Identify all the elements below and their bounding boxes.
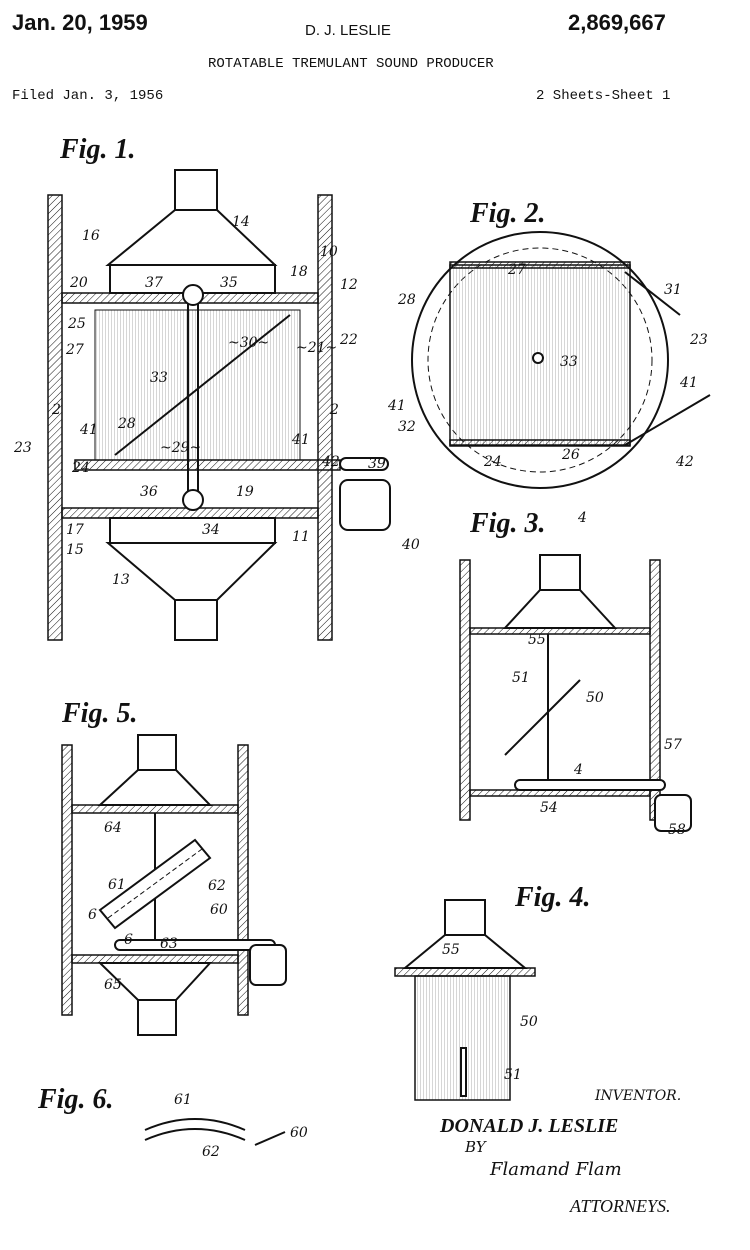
fig3-drawing — [459, 554, 692, 832]
ref-numeral: ~29~ — [160, 440, 201, 456]
ref-numeral: 63 — [160, 936, 178, 952]
by-label: BY — [464, 1138, 488, 1156]
ref-numeral: 42 — [321, 454, 340, 470]
ref-numeral: 61 — [174, 1092, 192, 1108]
patent-date: Jan. 20, 1959 — [12, 10, 148, 35]
attorney-signature: Flamand Flam — [489, 1159, 622, 1180]
ref-numeral: 12 — [340, 277, 358, 293]
fig5-title: Fig. 5. — [61, 698, 137, 729]
ref-numeral: 4 — [577, 510, 587, 526]
ref-numeral: 36 — [140, 484, 158, 500]
ref-numeral: 17 — [66, 522, 84, 538]
ref-numeral: 65 — [104, 977, 122, 993]
ref-numeral: 33 — [560, 354, 578, 370]
fig2-drawing — [411, 231, 711, 489]
ref-numeral: 60 — [210, 902, 228, 918]
ref-numeral: 19 — [236, 484, 254, 500]
ref-numeral: 15 — [66, 542, 84, 558]
fig2-reference-numerals: 27 31 28 23 33 41 41 32 42 26 24 — [387, 262, 708, 470]
ref-numeral: 11 — [292, 529, 310, 545]
ref-numeral: 42 — [675, 454, 694, 470]
ref-numeral: 57 — [664, 737, 682, 753]
ref-numeral: 10 — [320, 244, 338, 260]
ref-numeral: 23 — [689, 332, 708, 348]
ref-numeral: 25 — [67, 316, 86, 332]
ref-numeral: 26 — [561, 447, 580, 463]
fig6-title: Fig. 6. — [37, 1084, 113, 1115]
ref-numeral: 20 — [69, 275, 88, 291]
ref-numeral: 41 — [679, 375, 698, 391]
ref-numeral: 24 — [71, 460, 90, 476]
inventor-label: INVENTOR. — [594, 1088, 681, 1104]
ref-numeral: 51 — [504, 1067, 522, 1083]
ref-numeral: 41 — [387, 398, 406, 414]
ref-numeral: 35 — [220, 275, 238, 291]
sheet-info: 2 Sheets-Sheet 1 — [536, 88, 671, 104]
ref-numeral: 28 — [397, 292, 416, 308]
patent-title: ROTATABLE TREMULANT SOUND PRODUCER — [208, 56, 494, 72]
fig2-title: Fig. 2. — [469, 198, 545, 229]
ref-numeral: 31 — [664, 282, 682, 298]
ref-numeral: 13 — [112, 572, 130, 588]
ref-numeral: ~21~ — [296, 340, 337, 356]
fig4-drawing — [394, 899, 536, 1101]
ref-numeral: 40 — [401, 537, 420, 553]
fig1-reference-numerals: 14 16 10 20 37 35 18 12 25 ~30~ ~21~ 22 … — [13, 214, 420, 588]
fig6-drawing — [144, 1118, 286, 1146]
inventor-name: DONALD J. LESLIE — [439, 1115, 618, 1137]
ref-numeral: 62 — [208, 878, 226, 894]
ref-numeral: 41 — [79, 422, 98, 438]
ref-numeral: 64 — [104, 820, 122, 836]
ref-numeral: 4 — [573, 762, 583, 778]
ref-numeral: 50 — [586, 690, 604, 706]
fig1-drawing — [47, 169, 391, 641]
fig4-reference-numerals: 55 50 51 — [442, 942, 538, 1083]
ref-numeral: 28 — [117, 416, 136, 432]
ref-numeral: 39 — [368, 456, 386, 472]
attorneys-label: ATTORNEYS. — [569, 1196, 671, 1216]
fig4-title: Fig. 4. — [514, 882, 590, 913]
ref-numeral: 50 — [520, 1014, 538, 1030]
ref-numeral: 2 — [51, 402, 61, 418]
ref-numeral: 55 — [528, 632, 546, 648]
ref-numeral: 61 — [108, 877, 126, 893]
ref-numeral: 2 — [329, 402, 339, 418]
ref-numeral: 41 — [291, 432, 310, 448]
ref-numeral: 24 — [483, 454, 502, 470]
ref-numeral: 51 — [512, 670, 530, 686]
ref-numeral: 23 — [13, 440, 32, 456]
ref-numeral: ~30~ — [228, 335, 269, 351]
filed-date: Filed Jan. 3, 1956 — [12, 88, 164, 104]
ref-numeral: 6 — [88, 907, 97, 923]
ref-numeral: 33 — [150, 370, 168, 386]
ref-numeral: 22 — [339, 332, 358, 348]
ref-numeral: 58 — [668, 822, 686, 838]
ref-numeral: 27 — [65, 342, 84, 358]
fig5-drawing — [61, 734, 287, 1036]
fig6-reference-numerals: 61 60 62 — [174, 1092, 308, 1160]
ref-numeral: 34 — [202, 522, 220, 538]
signature-block: INVENTOR. DONALD J. LESLIE BY Flamand Fl… — [439, 1088, 681, 1216]
fig3-title: Fig. 3. — [469, 508, 545, 539]
ref-numeral: 6 — [124, 932, 133, 948]
ref-numeral: 55 — [442, 942, 460, 958]
ref-numeral: 18 — [290, 264, 308, 280]
ref-numeral: 16 — [82, 228, 100, 244]
ref-numeral: 32 — [398, 419, 416, 435]
ref-numeral: 54 — [540, 800, 558, 816]
ref-numeral: 27 — [507, 262, 526, 278]
ref-numeral: 37 — [145, 275, 163, 291]
inventor-header: D. J. LESLIE — [305, 22, 391, 39]
ref-numeral: 14 — [232, 214, 250, 230]
ref-numeral: 62 — [202, 1144, 220, 1160]
fig3-reference-numerals: 4 55 51 50 4 57 54 58 — [512, 510, 686, 838]
patent-number: 2,869,667 — [568, 10, 666, 35]
fig1-title: Fig. 1. — [59, 134, 135, 165]
fig5-reference-numerals: 64 61 62 60 6 63 6 65 — [88, 820, 228, 993]
ref-numeral: 60 — [290, 1125, 308, 1141]
